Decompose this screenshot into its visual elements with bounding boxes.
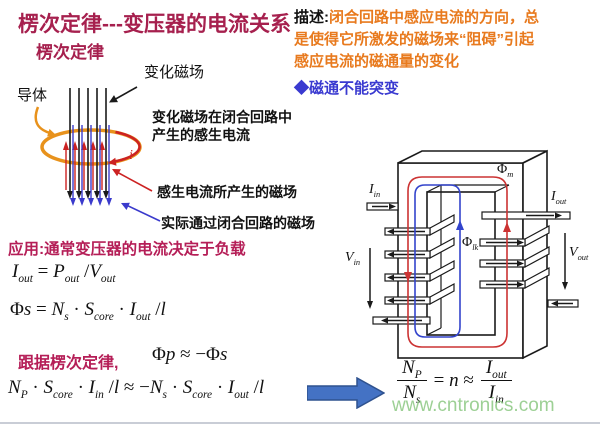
turns-ratio-formula: NP Ns = n ≈ Iout Iin — [397, 357, 512, 406]
phi-m-label: Φm — [497, 162, 514, 179]
induced-current-label: 变化磁场在闭合回路中产生的感生电流 — [152, 109, 292, 143]
main-flux-loop — [404, 176, 511, 348]
description-block: 描述:闭合回路中感应电流的方向，总 是使得它所激发的磁场来“阻碍”引起 感应电流… — [294, 7, 594, 72]
formula-iout: Iout = Pout /Vout — [12, 261, 116, 285]
phi-lk-label: Φlk — [462, 235, 479, 252]
iout-iin-fraction: Iout Iin — [480, 357, 512, 406]
lenz-subtitle: 楞次定律 — [36, 43, 104, 62]
ratio-middle: = n ≈ — [433, 369, 474, 391]
field-lines — [67, 88, 109, 199]
np-numerator: NP — [397, 357, 427, 381]
formula-phip: Φp ≈ −Φs — [152, 344, 228, 365]
conductor-pointer-arrow — [34, 106, 56, 137]
description-line-3: 感应电流的磁通量的变化 — [294, 52, 460, 70]
slide-bottom-edge — [0, 422, 600, 424]
formula-balance: NP · Score · Iin /l ≈ −Ns · Score · Iout… — [8, 377, 265, 401]
flux-bullet: ◆磁通不能突变 — [294, 80, 400, 97]
conductor-label: 导体 — [17, 87, 48, 104]
changing-field-pointer-arrow — [109, 86, 138, 103]
current-direction-arc: i — [108, 130, 141, 166]
vin-arrow — [367, 248, 373, 309]
transformer-diagram-svg — [366, 149, 579, 360]
page-title: 楞次定律---变压器的电流关系 — [18, 13, 291, 36]
secondary-winding — [479, 211, 579, 308]
actual-field-label: 实际通过闭合回路的磁场 — [161, 215, 315, 231]
induced-field-arrows — [63, 141, 105, 190]
formula-phis: Φs = Ns · Score · Iout /l — [10, 299, 166, 323]
iin-label: Iin — [369, 182, 381, 199]
current-symbol: i — [129, 148, 133, 163]
watermark: www.cntronics.com — [392, 395, 555, 416]
vout-label: Vout — [569, 245, 589, 262]
iin-denominator: Iin — [488, 382, 504, 406]
changing-field-label: 变化磁场 — [144, 64, 205, 81]
actual-field-pointer-arrow — [121, 202, 161, 222]
leakage-flux-loop — [414, 184, 464, 338]
application-heading: 应用:通常变压器的电流决定于负载 — [8, 241, 246, 258]
induced-field-label: 感生电流所产生的磁场 — [157, 184, 297, 200]
description-line-2: 是使得它所激发的磁场来“阻碍”引起 — [294, 30, 535, 48]
ns-denominator: Ns — [403, 382, 421, 406]
actual-flux-arrows — [70, 125, 112, 206]
lenz-note: 跟据楞次定律, — [18, 355, 119, 372]
iout-label: Iout — [551, 189, 567, 206]
conclusion-arrow — [307, 377, 385, 409]
vout-arrow — [562, 233, 568, 290]
iout-numerator: Iout — [480, 357, 512, 381]
description-label: 描述: — [294, 9, 329, 26]
np-ns-fraction: NP Ns — [397, 357, 427, 406]
coil-diagram-svg: i — [34, 86, 161, 222]
induced-field-pointer-arrow — [112, 169, 153, 192]
description-line-1: 描述:闭合回路中感应电流的方向，总 — [294, 9, 540, 26]
vin-label: Vin — [345, 250, 361, 267]
